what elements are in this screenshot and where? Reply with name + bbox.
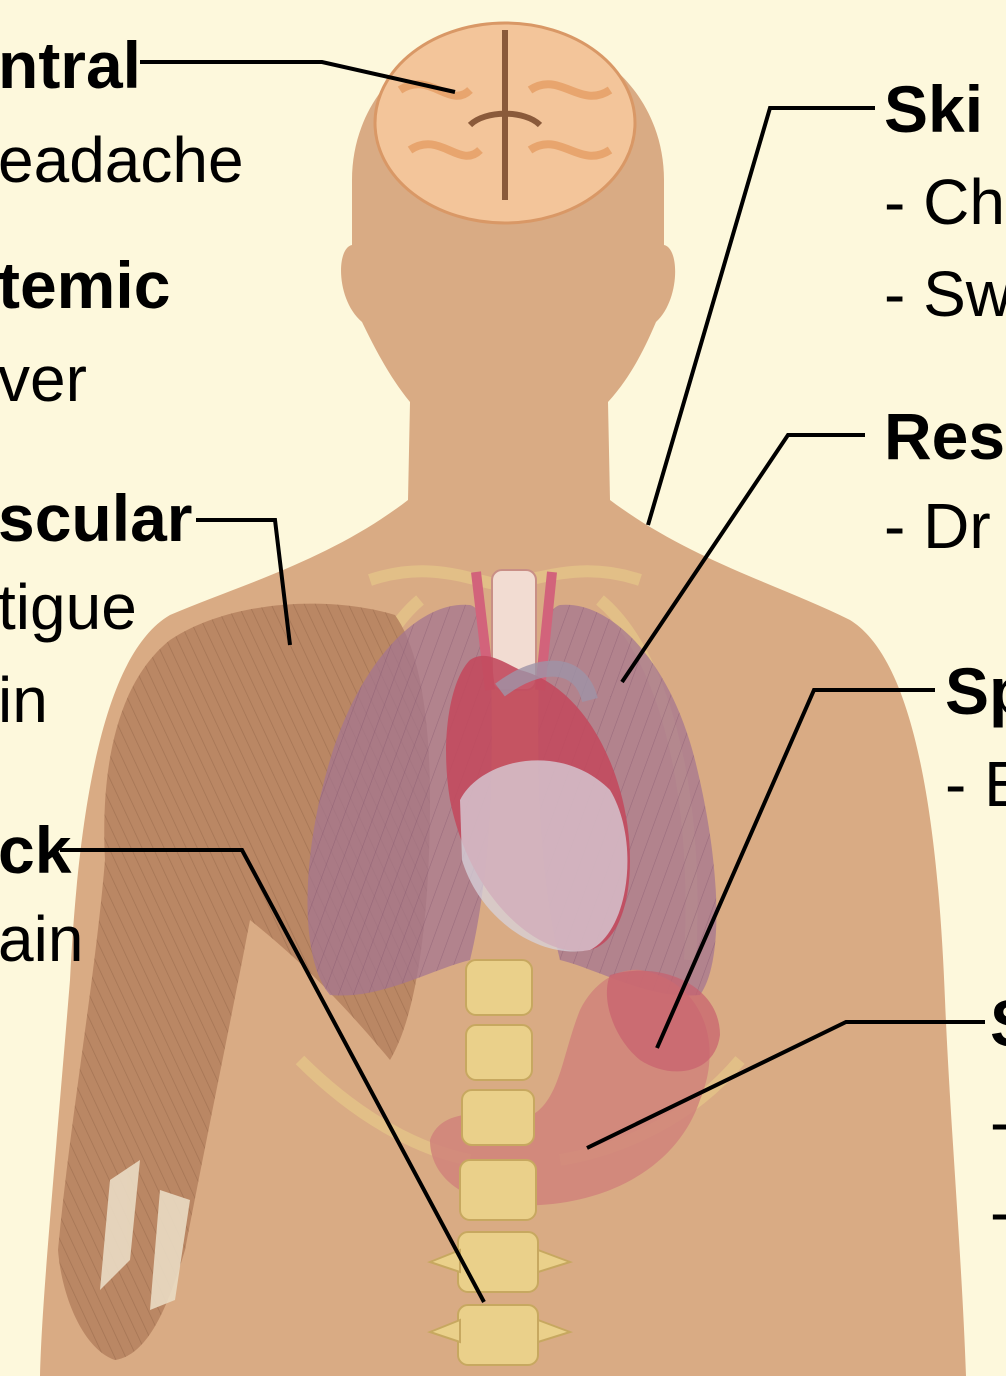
leader-skin	[648, 108, 875, 525]
label-systemic-heading: temic	[0, 252, 170, 318]
label-stomach-symptom-2: -	[990, 1180, 1006, 1244]
label-muscular-symptom-1: tigue	[0, 575, 137, 639]
label-spleen-heading: Sp	[945, 658, 1006, 724]
label-stomach-symptom-1: -	[990, 1090, 1006, 1154]
brain	[375, 23, 635, 223]
label-muscular-heading: scular	[0, 485, 192, 551]
label-respiratory-symptom-1: - Dr	[884, 494, 991, 558]
label-skin-symptom-2: - Sw	[884, 262, 1006, 326]
label-systemic-symptom-1: ver	[0, 347, 87, 411]
label-back-heading: ck	[0, 817, 71, 883]
label-back-symptom-1: ain	[0, 907, 83, 971]
label-spleen-symptom-1: - E	[945, 752, 1006, 816]
label-stomach-heading: S	[990, 990, 1006, 1056]
label-central-heading: ntral	[0, 32, 141, 98]
label-muscular-symptom-2: in	[0, 668, 48, 732]
label-central-symptom-1: eadache	[0, 128, 244, 192]
label-skin-symptom-1: - Ch	[884, 170, 1005, 234]
label-respiratory-heading: Res	[884, 403, 1005, 469]
label-skin-heading: Ski	[884, 76, 983, 142]
